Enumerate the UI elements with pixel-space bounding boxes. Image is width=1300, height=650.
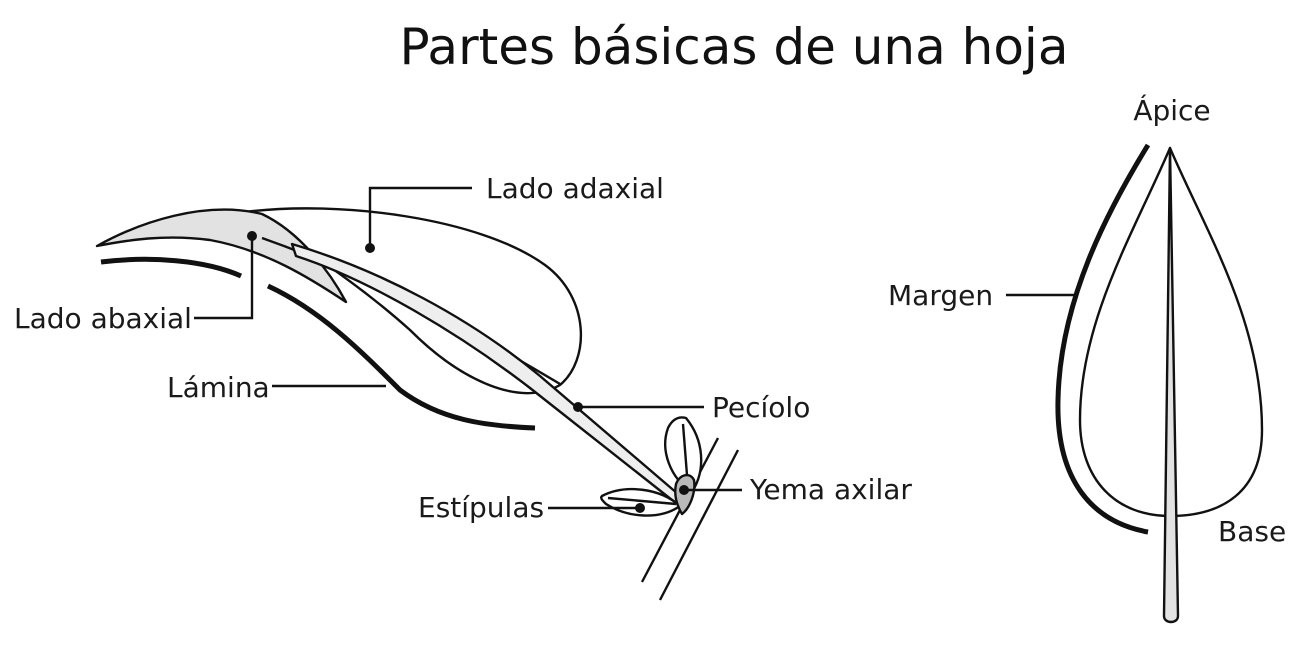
lamina-margin-upper	[100, 256, 243, 279]
label-apice: Ápice	[1133, 93, 1210, 127]
label-base: Base	[1218, 515, 1286, 548]
label-peciolo: Pecíolo	[712, 391, 810, 424]
callout-lado-abaxial	[194, 236, 254, 320]
side-leaf-callouts	[194, 186, 742, 513]
leaf-tip-abaxial	[95, 208, 348, 304]
label-estipulas: Estípulas	[418, 491, 544, 524]
stipule-lower-vein	[607, 496, 677, 506]
label-margen: Margen	[888, 279, 993, 312]
callout-dot-lado-adaxial	[365, 243, 375, 253]
label-lamina: Lámina	[167, 371, 270, 404]
diagram-title: Partes básicas de una hoja	[400, 18, 1069, 76]
stem-right-line	[658, 449, 740, 601]
callout-dot-estipulas	[635, 503, 645, 513]
front-leaf-petiole	[1162, 146, 1180, 624]
stipule-upper	[664, 416, 703, 494]
lamina-margin-lower	[266, 283, 536, 431]
callout-lado-adaxial	[368, 186, 472, 248]
callout-dot-yema-axilar	[679, 485, 689, 495]
callout-dot-peciolo	[573, 402, 583, 412]
front-leaf-margin-arc	[1055, 143, 1151, 535]
side-leaf-illustration	[95, 207, 740, 601]
label-lado-adaxial: Lado adaxial	[486, 172, 664, 205]
callout-dot-lado-abaxial	[247, 231, 257, 241]
label-yema-axilar: Yema axilar	[749, 473, 912, 506]
front-leaf-illustration	[1055, 143, 1264, 624]
label-lado-abaxial: Lado abaxial	[14, 302, 192, 335]
